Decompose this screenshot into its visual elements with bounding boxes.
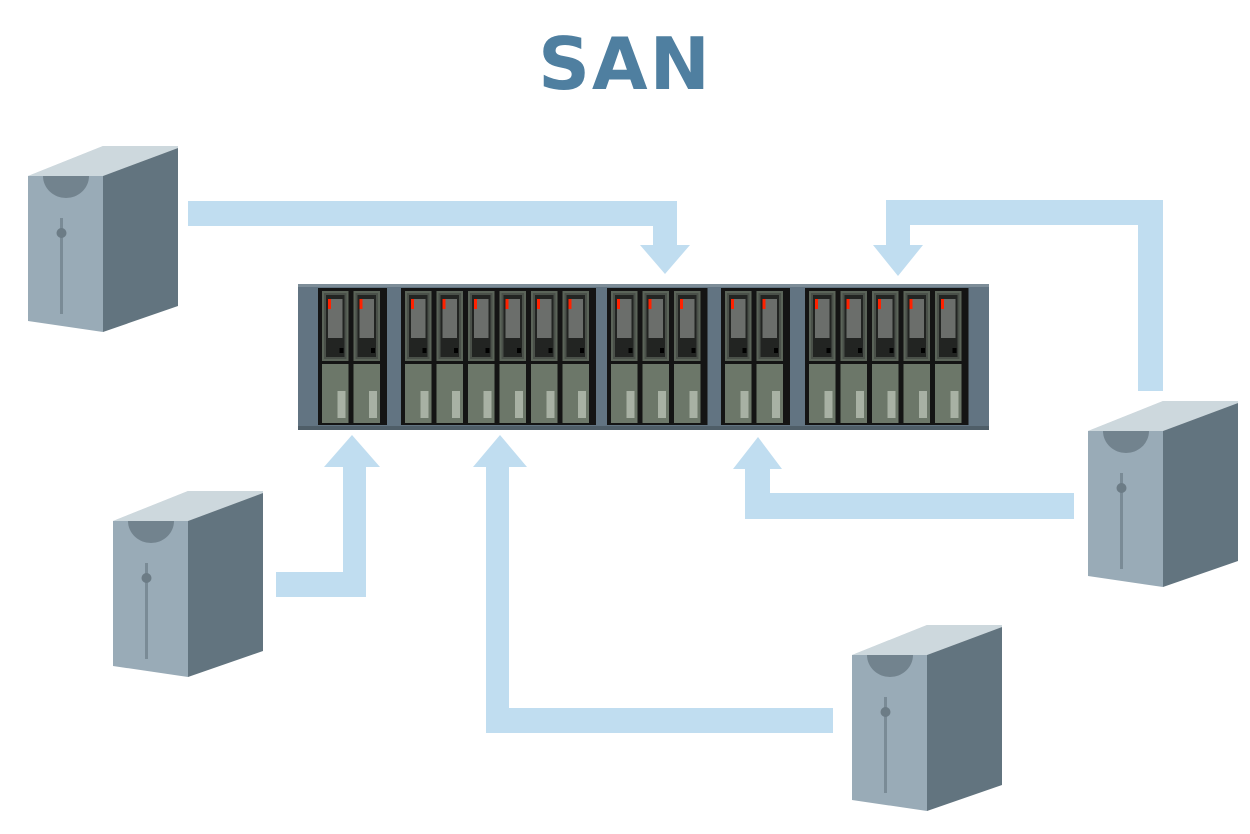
drive-bay [809,291,836,423]
server-side-face [927,627,1002,811]
drive-status-led [568,299,572,309]
arrow-right-server-to-array-bottom [733,437,1074,519]
server-bay-arc [867,655,913,677]
drive-status-led [648,299,652,309]
server-slot-line [60,218,63,314]
drive-group [318,288,387,425]
server-mid-left [113,491,263,677]
server-side-face [188,493,263,677]
server-bay-arc [43,176,89,198]
drive-bay [642,291,669,423]
arrow-top-left-server-to-array [188,201,690,274]
drive-status-led [359,299,363,309]
power-button-icon [1116,483,1127,493]
drive-group [721,288,790,425]
drive-bay [935,291,962,423]
server-front-face [1088,431,1163,587]
server-top-left [28,146,178,332]
drive-status-led [505,299,509,309]
drive-bay [903,291,930,423]
drive-status-led [762,299,766,309]
server-bottom [852,625,1002,811]
arrow-right-server-to-array-top [873,200,1163,391]
drive-bay [353,291,380,423]
server-right [1088,401,1238,587]
drive-bay [840,291,867,423]
drive-status-led [815,299,818,309]
drive-status-led [617,299,620,309]
drive-bay [611,291,638,423]
arrow-mid-left-server-to-array [276,435,380,597]
arrow-bottom-server-to-array [473,435,833,733]
diagram-title: SAN [538,22,712,106]
drive-status-led [878,299,881,309]
server-slot-line [884,697,887,793]
power-button-icon [880,707,891,717]
drive-bay [562,291,589,423]
drive-bay [531,291,558,423]
drive-status-led [846,299,850,309]
power-button-icon [56,228,67,238]
drive-group [805,288,969,425]
drive-bay [405,291,432,423]
drive-status-led [328,299,331,309]
drive-bay [468,291,495,423]
storage-array [298,284,989,430]
drive-bay [499,291,526,423]
drive-status-led [941,299,944,309]
server-side-face [1163,403,1238,587]
drive-bay [725,291,752,423]
server-front-face [852,655,927,811]
drive-bay [872,291,899,423]
drive-bay [674,291,701,423]
server-front-face [113,521,188,677]
connection-arrows [188,200,1163,733]
drive-status-led [909,299,913,309]
drive-bay [322,291,349,423]
drive-status-led [731,299,734,309]
server-bay-arc [1103,431,1149,453]
drive-status-led [442,299,446,309]
server-slot-line [145,563,148,659]
drive-group [401,288,596,425]
drive-group [607,288,708,425]
server-slot-line [1120,473,1123,569]
server-bay-arc [128,521,174,543]
server-front-face [28,176,103,332]
drive-bay [756,291,783,423]
server-side-face [103,148,178,332]
drive-status-led [537,299,540,309]
drive-bay [436,291,463,423]
drive-status-led [411,299,414,309]
drive-status-led [474,299,477,309]
power-button-icon [141,573,152,583]
drive-status-led [680,299,683,309]
